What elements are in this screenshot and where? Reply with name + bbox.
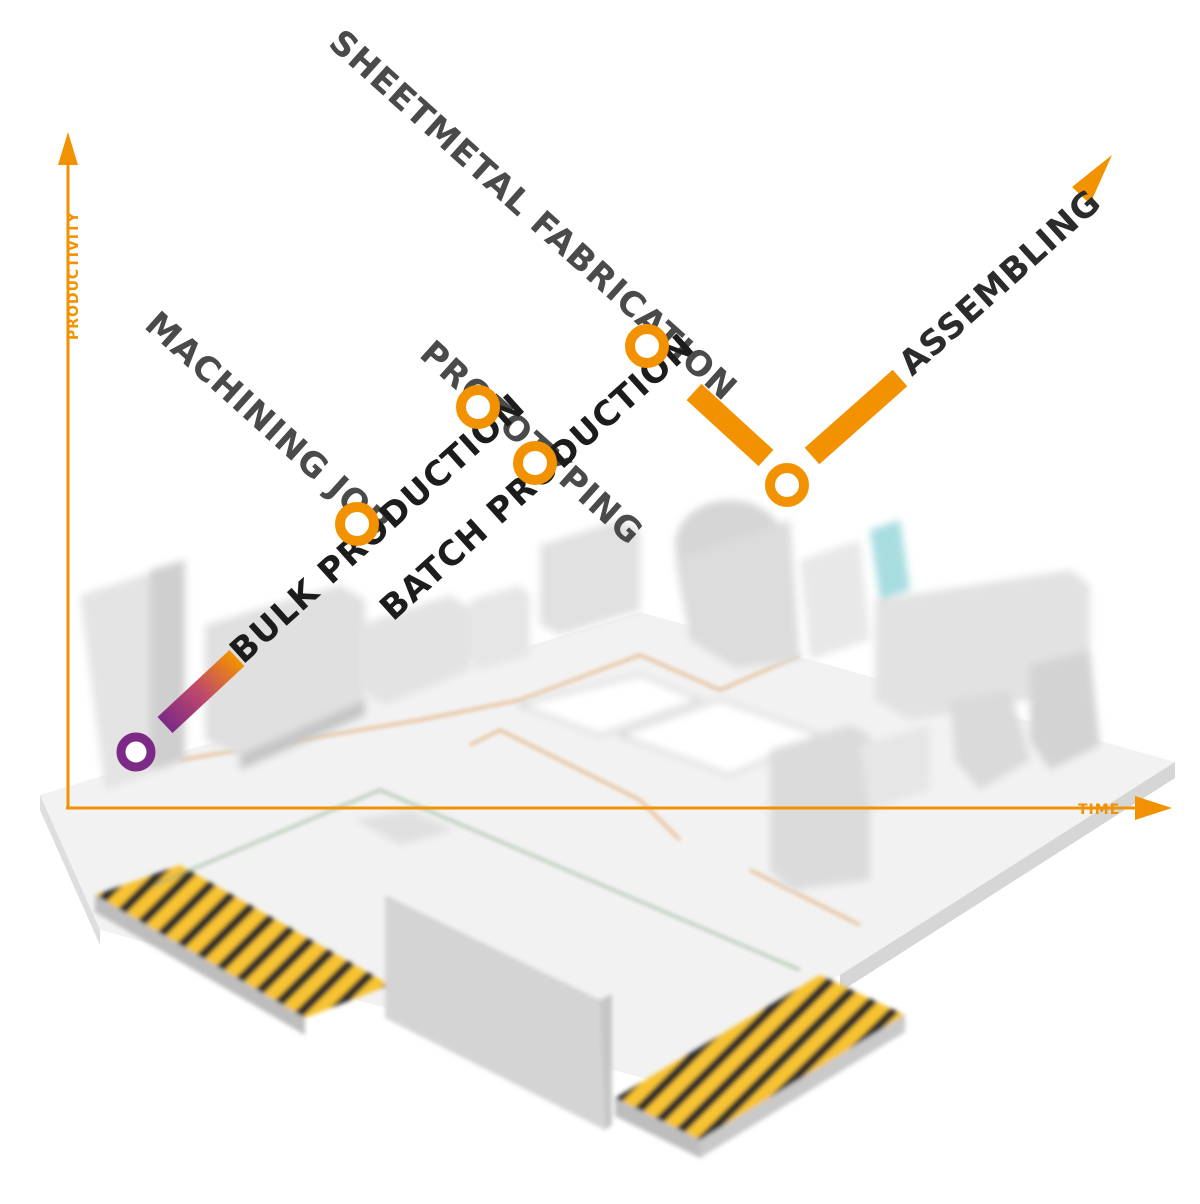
x-axis-arrow-icon xyxy=(1135,796,1172,820)
sheetmetal-machine xyxy=(675,520,800,668)
entrance-wall xyxy=(385,895,605,1130)
node-sheetmetal-icon xyxy=(625,324,669,368)
hazard-pad-right xyxy=(615,975,905,1140)
y-axis-arrow-icon xyxy=(58,132,78,165)
node-assembling-icon xyxy=(765,463,809,507)
machines xyxy=(80,500,1100,890)
loading-entrance xyxy=(95,789,905,1158)
hazard-pad-left xyxy=(95,865,390,1018)
y-axis-label: PRODUCTIVITY xyxy=(66,211,82,340)
node-proto-icon xyxy=(456,385,500,429)
label-assembling: ASSEMBLING xyxy=(891,182,1109,384)
route-arrow-icon xyxy=(1072,155,1112,204)
bulk-machine xyxy=(205,585,365,755)
route-segment-right xyxy=(804,369,908,465)
route-lines xyxy=(157,155,1112,734)
route-segment-left xyxy=(686,383,774,467)
start-node-icon xyxy=(116,732,156,772)
node-production-icon xyxy=(513,441,557,485)
axes: PRODUCTIVITY TIME xyxy=(58,132,1172,820)
x-axis-label: TIME xyxy=(1078,802,1120,818)
work-table-1 xyxy=(516,673,703,737)
prototype-machine xyxy=(540,520,640,635)
batch-machine xyxy=(360,595,470,705)
node-job-production-icon xyxy=(335,502,379,546)
station-nodes xyxy=(116,324,809,772)
route-segment-start xyxy=(157,649,245,734)
